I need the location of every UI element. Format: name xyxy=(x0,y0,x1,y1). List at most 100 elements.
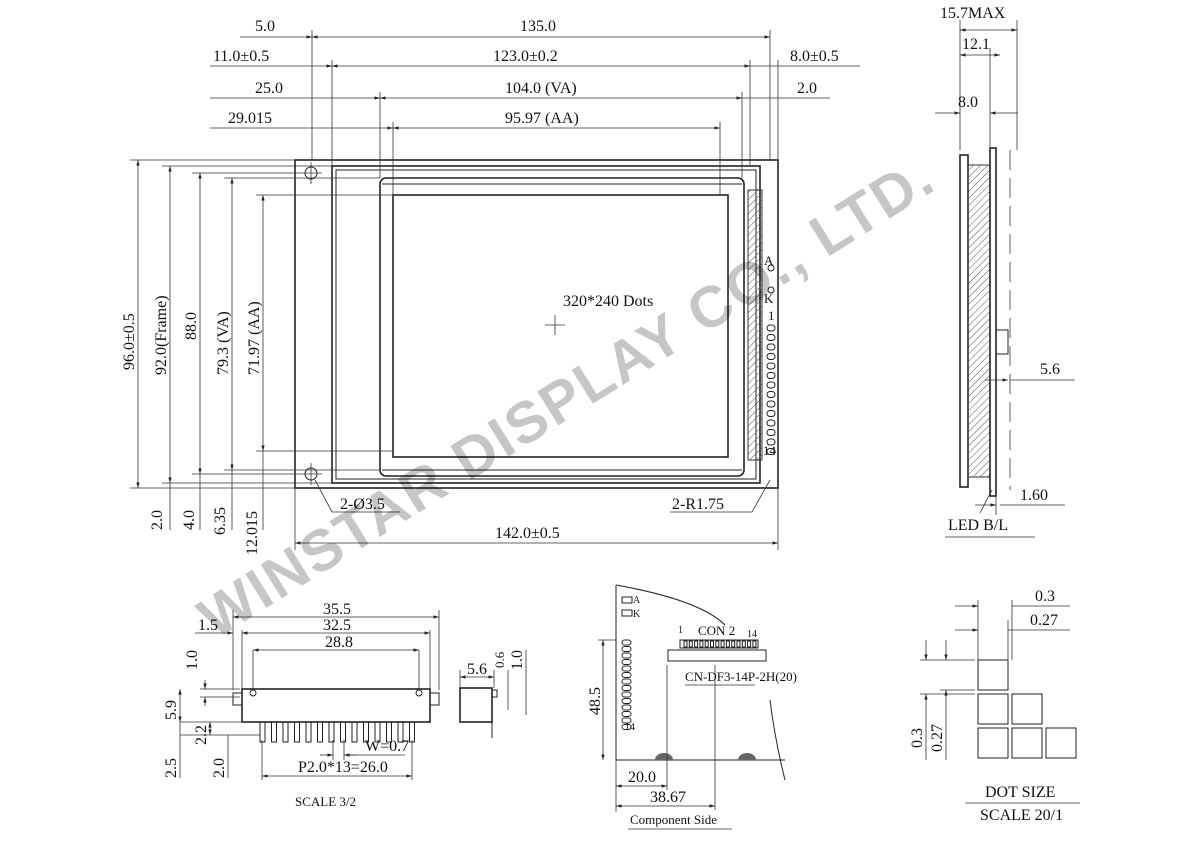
svg-text:CN-DF3-14P-2H(20): CN-DF3-14P-2H(20) xyxy=(685,669,797,684)
connector-pin xyxy=(294,721,300,743)
svg-text:1.0: 1.0 xyxy=(509,650,526,670)
bottom-dimensions: 2.0 4.0 6.35 12.015 142.0±0.5 2-Ø3.5 2-R… xyxy=(149,479,779,555)
connector-pin xyxy=(317,721,323,743)
pin xyxy=(766,343,776,351)
svg-text:2.0: 2.0 xyxy=(797,80,817,97)
resolution-label: 320*240 Dots xyxy=(563,293,653,310)
svg-text:32.5: 32.5 xyxy=(323,617,351,634)
svg-text:48.5: 48.5 xyxy=(587,687,604,715)
pin xyxy=(766,429,776,436)
connector-pin xyxy=(699,640,704,648)
svg-text:20.0: 20.0 xyxy=(628,769,656,786)
pin xyxy=(766,391,776,398)
scale-label: SCALE 3/2 xyxy=(295,794,356,809)
connector-pin xyxy=(688,640,693,648)
svg-text:95.97 (AA): 95.97 (AA) xyxy=(505,110,579,127)
pin xyxy=(766,324,776,332)
pin xyxy=(766,334,776,341)
connector-pin xyxy=(704,640,709,648)
connector-pin xyxy=(715,640,720,648)
pad xyxy=(621,659,632,665)
pin xyxy=(766,410,776,417)
svg-text:8.0±0.5: 8.0±0.5 xyxy=(790,48,839,65)
pad xyxy=(621,665,632,672)
pin xyxy=(766,438,776,446)
connector-pin xyxy=(386,721,392,743)
svg-text:96.0±0.5: 96.0±0.5 xyxy=(121,313,138,370)
svg-text:14: 14 xyxy=(747,629,757,640)
led-backlight-label: LED B/L xyxy=(948,517,1008,534)
svg-text:W=0.7: W=0.7 xyxy=(365,738,409,755)
svg-text:142.0±0.5: 142.0±0.5 xyxy=(495,525,560,542)
connector-pin xyxy=(363,721,369,743)
component-side-label: Component Side xyxy=(630,812,717,827)
connector-pin xyxy=(282,721,289,743)
svg-text:71.97 (AA): 71.97 (AA) xyxy=(246,301,263,375)
svg-text:P2.0*13=26.0: P2.0*13=26.0 xyxy=(298,759,388,776)
connector-view: 35.5 1.5 32.5 28.8 1.0 5.9 2.2 2.5 2.0 W… xyxy=(163,601,527,809)
svg-text:2-R1.75: 2-R1.75 xyxy=(672,496,724,513)
svg-text:35.5: 35.5 xyxy=(323,601,351,618)
pad xyxy=(621,691,632,698)
connector-pin xyxy=(259,721,266,743)
svg-text:2.0: 2.0 xyxy=(149,510,166,530)
component-side-view: A K 14 CON 2 1 14 CN-DF3-14P-2H(20) 48.5… xyxy=(587,584,797,830)
svg-text:1.60: 1.60 xyxy=(1020,487,1048,504)
connector-pin xyxy=(736,640,741,648)
svg-text:5.6: 5.6 xyxy=(1040,361,1060,378)
connector-pin xyxy=(741,640,746,648)
svg-text:K: K xyxy=(764,291,774,306)
connector-pin xyxy=(731,640,736,648)
svg-text:1.0: 1.0 xyxy=(184,650,201,670)
svg-text:14: 14 xyxy=(625,722,635,733)
connector-pin xyxy=(305,721,312,743)
svg-text:2.5: 2.5 xyxy=(163,758,180,778)
pad xyxy=(621,672,632,678)
pad xyxy=(621,704,632,711)
pad xyxy=(621,717,632,724)
svg-text:4.0: 4.0 xyxy=(181,510,198,530)
pad xyxy=(621,698,632,704)
pad xyxy=(621,724,632,730)
connector-pin xyxy=(328,721,335,743)
svg-text:79.3 (VA): 79.3 (VA) xyxy=(215,311,232,375)
pin xyxy=(766,362,776,370)
svg-text:5.9: 5.9 xyxy=(163,700,180,720)
dot xyxy=(1045,727,1077,759)
connector-pin xyxy=(409,721,415,743)
svg-text:12.015: 12.015 xyxy=(244,511,261,555)
svg-text:2-Ø3.5: 2-Ø3.5 xyxy=(340,496,385,513)
viewing-area xyxy=(379,177,745,477)
svg-text:123.0±0.2: 123.0±0.2 xyxy=(493,48,558,65)
connector-pin xyxy=(747,640,752,648)
pcb-outline xyxy=(294,159,779,489)
connector-pin xyxy=(351,721,358,743)
connector-pin xyxy=(374,721,381,743)
svg-text:5.6: 5.6 xyxy=(467,661,487,678)
pin xyxy=(766,372,776,379)
pad xyxy=(621,685,632,691)
scale-label: SCALE 20/1 xyxy=(980,807,1063,824)
dot xyxy=(977,659,1009,691)
pad xyxy=(621,711,632,717)
connector-pin xyxy=(683,640,688,648)
svg-text:A: A xyxy=(633,595,641,606)
svg-text:2.2: 2.2 xyxy=(193,725,210,745)
dot-size-view: 0.3 0.27 0.3 0.27 DOT SIZE SCALE 20/1 xyxy=(909,588,1080,824)
svg-text:K: K xyxy=(633,609,641,620)
connector-pin xyxy=(397,721,404,743)
connector-pin xyxy=(725,640,730,648)
svg-text:88.0: 88.0 xyxy=(183,312,200,340)
svg-text:A: A xyxy=(764,253,774,268)
top-dimensions: 5.0 135.0 11.0±0.5 123.0±0.2 8.0±0.5 25.… xyxy=(210,18,860,195)
svg-text:38.67: 38.67 xyxy=(650,789,686,806)
svg-text:CON 2: CON 2 xyxy=(698,623,735,638)
svg-text:1: 1 xyxy=(768,308,775,323)
connector-pin xyxy=(694,640,699,648)
svg-text:0.27: 0.27 xyxy=(1030,612,1058,629)
dot xyxy=(977,727,1009,759)
connector-pin xyxy=(271,721,277,743)
svg-text:1: 1 xyxy=(678,625,683,636)
svg-text:2.0: 2.0 xyxy=(211,758,228,778)
